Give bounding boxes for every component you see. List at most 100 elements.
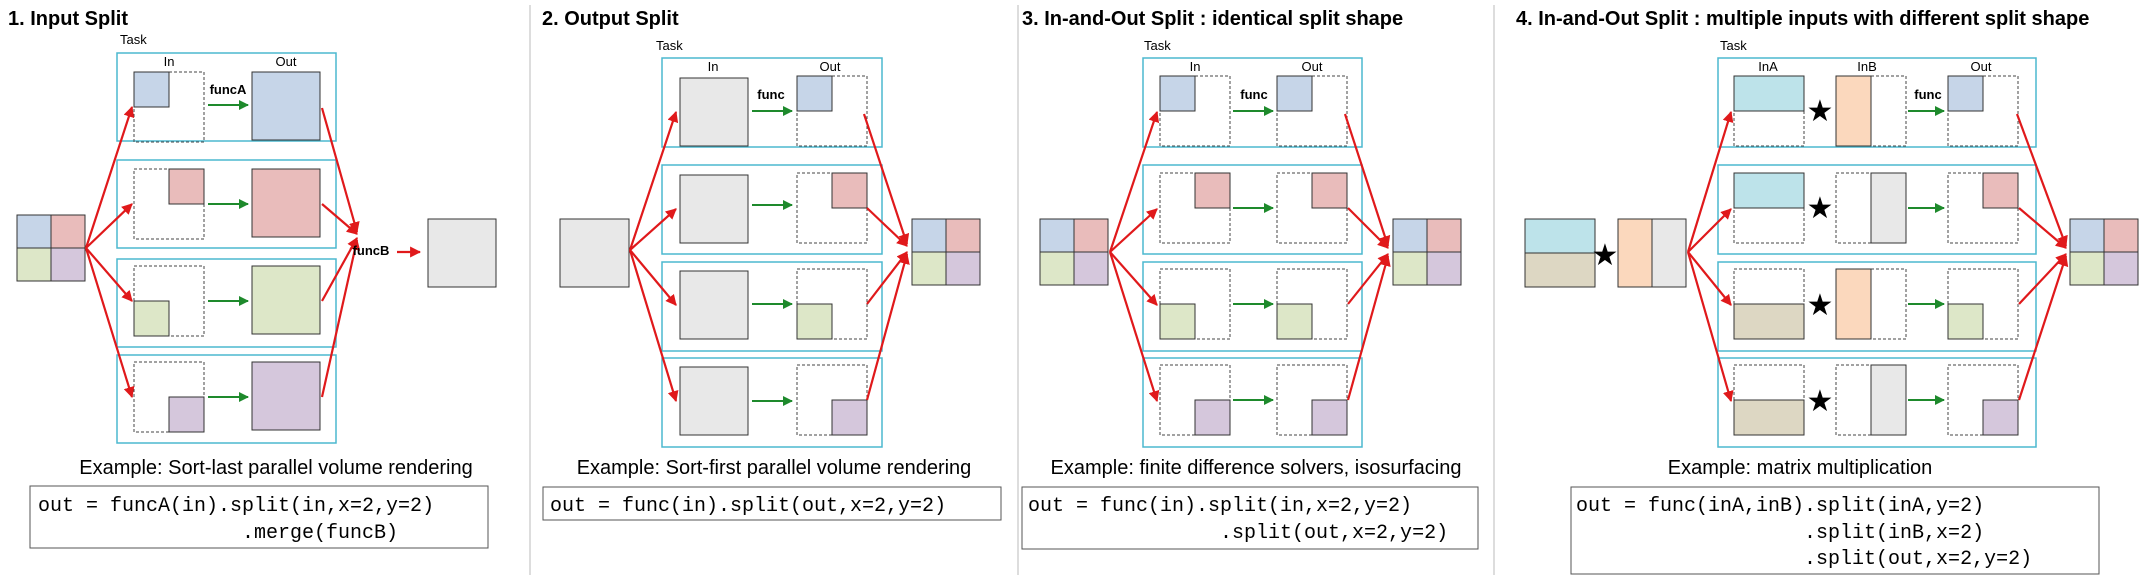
task-box (1142, 357, 1363, 448)
task-box (1717, 357, 2037, 448)
in-label: In (708, 59, 719, 74)
func-label: func (1914, 87, 1941, 102)
output-grid (2069, 218, 2139, 286)
func-label: funcA (210, 82, 247, 97)
example-caption: Example: matrix multiplication (1668, 457, 1933, 479)
ina-label: InA (1758, 59, 1778, 74)
input-grid (1039, 218, 1109, 286)
ina-tile-tan (1733, 303, 1805, 340)
out-purple (251, 361, 321, 431)
panel-in-and-out-identical: 3. In-and-Out Split : identical split sh… (1021, 8, 1479, 550)
in-label: In (164, 54, 175, 69)
task-box (116, 159, 337, 249)
in-tile-red (1194, 172, 1231, 209)
out-tile-blue (796, 75, 833, 112)
example-caption: Example: Sort-first parallel volume rend… (577, 457, 972, 479)
in-full (679, 77, 749, 147)
out-tile-purple (1311, 399, 1348, 436)
task-box (1717, 164, 2037, 255)
task-box (116, 354, 337, 444)
out-tile-green (1276, 303, 1313, 340)
in-tile-green (133, 300, 170, 337)
task-box (1142, 57, 1363, 148)
panel-title: 4. In-and-Out Split : multiple inputs wi… (1516, 8, 2089, 30)
task-box (661, 357, 883, 448)
star-operator-icon: ★ (1807, 94, 1834, 129)
task-box (1142, 164, 1363, 255)
red-arrows (1686, 110, 2069, 403)
example-caption: Example: Sort-last parallel volume rende… (79, 457, 473, 479)
panel-title: 1. Input Split (8, 8, 128, 30)
out-tile-green (1947, 303, 1984, 340)
out-label: Out (820, 59, 841, 74)
task-label: Task (1720, 38, 1747, 53)
inb-label: InB (1857, 59, 1877, 74)
code-box (29, 485, 489, 549)
code-box (1021, 486, 1479, 550)
ina-tile-cyan (1733, 172, 1805, 209)
in-label: In (1190, 59, 1201, 74)
task-box (661, 57, 883, 148)
in-tile-purple (168, 396, 205, 433)
star-operator-icon: ★ (1807, 191, 1834, 226)
out-tile-blue (1276, 75, 1313, 112)
red-arrows (1108, 110, 1391, 403)
inb-tile-peach (1835, 75, 1872, 147)
in-full (679, 174, 749, 244)
code-box (542, 486, 1002, 521)
in-tile-blue (1159, 75, 1196, 112)
out-label: Out (1302, 59, 1323, 74)
code-box (1570, 486, 2100, 575)
code-line: out = funcA(in).split(in,x=2,y=2) (38, 495, 434, 518)
out-green (251, 265, 321, 335)
star-operator-icon: ★ (1807, 288, 1834, 323)
code-line: .merge(funcB) (38, 522, 398, 545)
out-blue (251, 71, 321, 141)
task-box (661, 261, 883, 352)
ina-tile-cyan (1733, 75, 1805, 112)
task-box (116, 52, 337, 142)
func-label: func (1240, 87, 1267, 102)
code-line: out = func(inA,inB).split(inA,y=2) (1576, 495, 1984, 518)
panel-title: 2. Output Split (542, 8, 679, 30)
inb-tile-gray (1870, 364, 1907, 436)
in-full (679, 366, 749, 436)
task-box (1142, 261, 1363, 352)
panel-in-and-out-multiple: 4. In-and-Out Split : multiple inputs wi… (1516, 8, 2139, 575)
task-label: Task (120, 32, 147, 47)
out-label: Out (276, 54, 297, 69)
code-line: out = func(in).split(out,x=2,y=2) (550, 495, 946, 518)
out-tile-purple (831, 399, 868, 436)
out-tile-red (1982, 172, 2019, 209)
red-arrows (84, 105, 422, 399)
ina-tile-tan (1733, 399, 1805, 436)
merge-func-label: funcB (353, 243, 390, 258)
out-tile-purple (1982, 399, 2019, 436)
code-line: .split(out,x=2,y=2) (1576, 548, 2032, 571)
output-grid (911, 218, 981, 286)
panel-title: 3. In-and-Out Split : identical split sh… (1022, 8, 1403, 30)
output-grid (1392, 218, 1462, 286)
task-box (1717, 57, 2037, 148)
example-caption: Example: finite difference solvers, isos… (1051, 457, 1462, 479)
task-box (661, 164, 883, 255)
input-a (1524, 218, 1596, 288)
panel-input-split: 1. Input Split Task In Out funcA (8, 8, 497, 549)
in-tile-blue (133, 71, 170, 108)
red-arrows (628, 110, 910, 403)
out-red (251, 168, 321, 238)
task-box (1717, 261, 2037, 352)
in-tile-purple (1194, 399, 1231, 436)
input-grid (16, 214, 86, 282)
out-tile-green (796, 303, 833, 340)
input-full (559, 218, 630, 288)
out-tile-blue (1947, 75, 1984, 112)
out-tile-red (831, 172, 868, 209)
star-operator-icon: ★ (1807, 384, 1834, 419)
task-label: Task (1144, 38, 1171, 53)
code-line: .split(inB,x=2) (1576, 522, 1984, 545)
out-label: Out (1971, 59, 1992, 74)
func-label: func (757, 87, 784, 102)
task-box (116, 258, 337, 348)
